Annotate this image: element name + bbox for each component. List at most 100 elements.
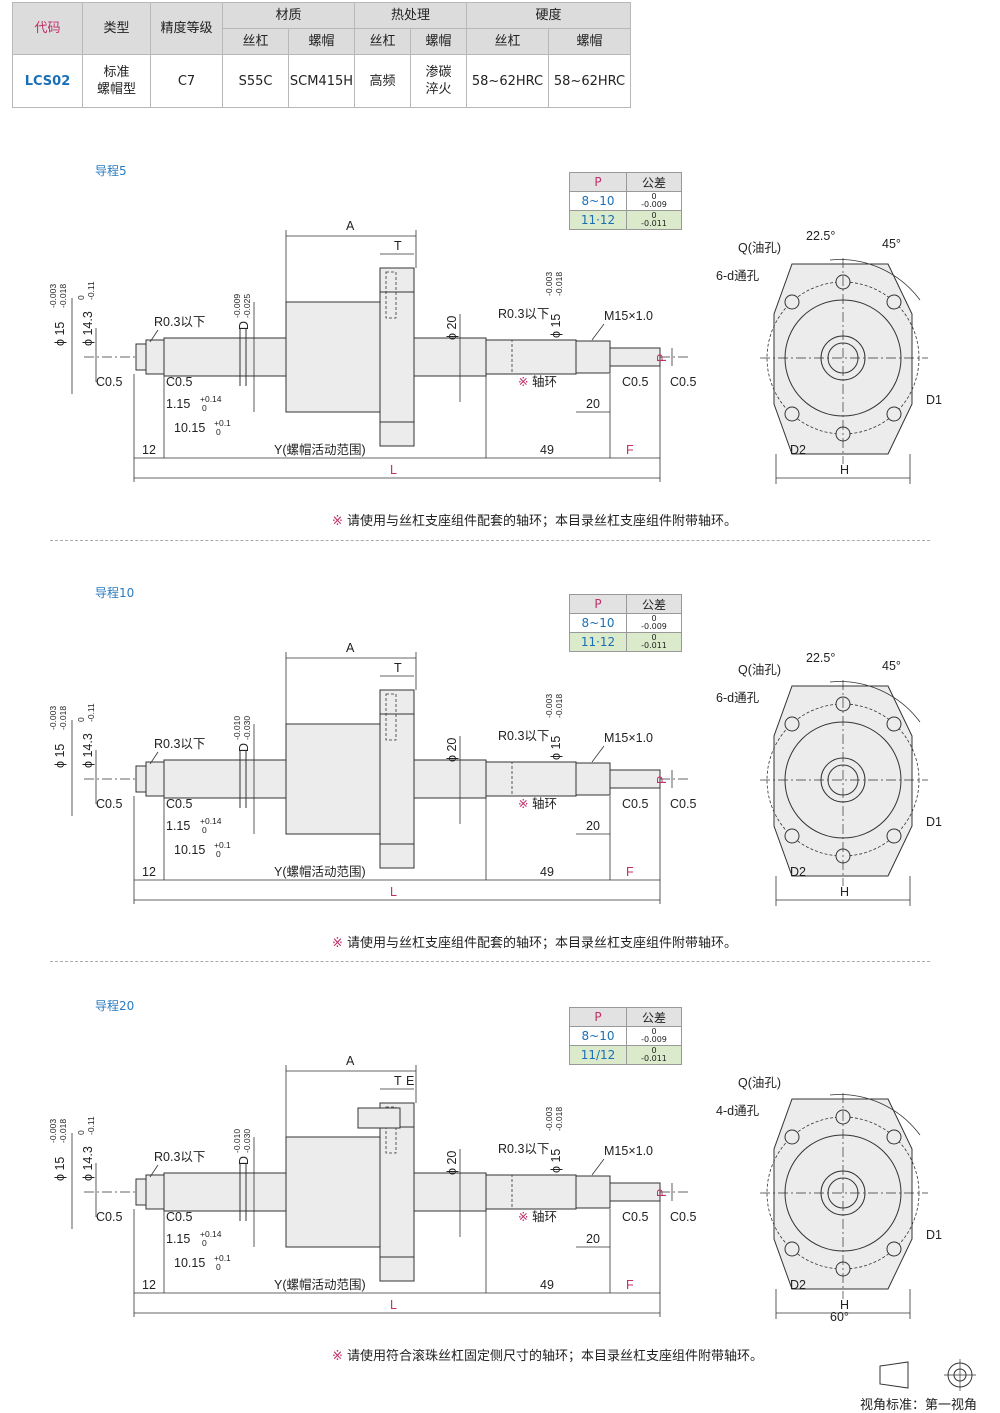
dim-115: 1.15 <box>166 1232 190 1246</box>
dim-phi15-right: ϕ 15 <box>549 736 563 760</box>
dim-phi15-upper: -0.003 <box>48 284 58 308</box>
mount-hole <box>886 1241 902 1257</box>
oil-hole <box>385 1106 397 1154</box>
dim-l: L <box>390 885 397 899</box>
footnote: ※ 请使用与丝杠支座组件配套的轴环；本目录丝杠支座组件附带轴环。 <box>332 510 737 529</box>
cell-type-line1: 标准 <box>103 65 130 80</box>
tol-row-p: 11·12 <box>569 210 627 230</box>
dim-20: 20 <box>586 1232 600 1246</box>
dim-phi15-lower: -0.018 <box>58 706 68 730</box>
angle-22-5: 22.5° <box>806 229 835 243</box>
dim-1015: 10.15 <box>174 1256 205 1270</box>
dim-20: 20 <box>586 397 600 411</box>
dim-d2: D2 <box>790 1278 806 1292</box>
note-mark: ※ <box>332 936 348 951</box>
screw-shaft-left <box>163 759 289 799</box>
note-mark: ※ <box>332 514 348 529</box>
chamfer-c05: C0.5 <box>96 797 122 811</box>
oil-hole <box>385 271 397 319</box>
chamfer-c05: C0.5 <box>166 1210 192 1224</box>
ball-screw-drawing: A T ϕ 15 -0.003 -0.018 ϕ 14.3 0 -0.11 D … <box>48 219 942 484</box>
chamfer-c05: C0.5 <box>670 375 696 389</box>
dim-20: 20 <box>586 819 600 833</box>
flange-side-view: H Q(油孔) 22.5° 45° 6-d通孔 D1 D2 <box>716 651 942 906</box>
tol-header-tolerance: 公差 <box>626 172 682 192</box>
mount-hole <box>784 294 800 310</box>
tol-upper: 0 <box>651 1027 657 1036</box>
footnote-text: 请使用符合滚珠丝杠固定侧尺寸的轴环；本目录丝杠支座组件附带轴环。 <box>347 1349 764 1364</box>
dim-f: F <box>626 865 634 879</box>
leader-line <box>591 323 605 341</box>
leader-line <box>149 1164 159 1178</box>
dim-1015-upper: +0.1 <box>214 840 231 850</box>
thread-section <box>575 762 611 796</box>
cell-material-screw: S55C <box>222 54 289 108</box>
angle-arc <box>829 259 921 301</box>
nut-body <box>285 301 381 413</box>
header-precision: 精度等级 <box>150 2 223 55</box>
cell-heat-nut-line1: 渗碳 <box>425 65 452 80</box>
mount-hole <box>784 828 800 844</box>
header-material: 材质 <box>222 2 355 29</box>
dim-1015-lower: 0 <box>216 1262 221 1272</box>
collar-note-mark: ※ <box>518 797 528 811</box>
dim-1015-upper: +0.1 <box>214 418 231 428</box>
projection-cone-icon <box>879 1361 909 1389</box>
cell-code: LCS02 <box>12 54 83 108</box>
chamfer-c05: C0.5 <box>670 797 696 811</box>
chamfer-c05: C0.5 <box>670 1210 696 1224</box>
nut-flange <box>379 267 415 447</box>
dim-d-upper: -0.009 <box>232 294 242 318</box>
shaft-journal-right <box>485 339 577 375</box>
dim-115: 1.15 <box>166 819 190 833</box>
dim-phi20: ϕ 20 <box>445 1151 459 1175</box>
mount-hole <box>886 294 902 310</box>
subheader-screw: 丝杠 <box>354 28 411 55</box>
collar-note-mark: ※ <box>518 1210 528 1224</box>
ball-screw-drawing: A T ϕ 15 -0.003 -0.018 ϕ 14.3 0 -0.11 D … <box>48 641 942 906</box>
dim-49: 49 <box>540 1278 554 1292</box>
dim-115-lower: 0 <box>202 403 207 413</box>
dim-49: 49 <box>540 443 554 457</box>
dim-115: 1.15 <box>166 397 190 411</box>
dim-1015-lower: 0 <box>216 849 221 859</box>
dim-t: T <box>394 1074 402 1088</box>
tol-row-value: 0-0.009 <box>626 613 682 633</box>
leader-line <box>149 751 159 765</box>
tol-row-p: 11·12 <box>569 632 627 652</box>
collar-note-mark: ※ <box>518 375 528 389</box>
thread-section <box>575 1175 611 1209</box>
dim-phi20: ϕ 20 <box>445 316 459 340</box>
collar-label: 轴环 <box>532 796 557 811</box>
flange-side-view: H Q(油孔) 22.5° 45° 6-d通孔 D1 D2 <box>716 229 942 484</box>
leader-line <box>591 745 605 763</box>
mount-hole <box>784 1241 800 1257</box>
subheader-nut: 螺帽 <box>410 28 467 55</box>
tol-row-p: 11/12 <box>569 1045 627 1065</box>
thread-section <box>575 340 611 374</box>
screw-shaft-right <box>405 759 487 799</box>
screw-shaft-left <box>163 1172 289 1212</box>
flange-side-view: H Q(油孔) 4-d通孔 D1 D2 60° <box>716 1076 942 1324</box>
dim-phi20: ϕ 20 <box>445 738 459 762</box>
dim-f: F <box>626 443 634 457</box>
spec-table: 代码 类型 精度等级 材质 热处理 硬度 丝杠 螺帽 丝杠 螺帽 丝杠 螺帽 L… <box>12 2 631 108</box>
chamfer-c05: C0.5 <box>166 375 192 389</box>
dim-phi15: ϕ 15 <box>53 744 67 768</box>
dim-phi143-lower: -0.11 <box>86 1116 96 1135</box>
tol-row-value: 0-0.011 <box>626 210 682 230</box>
chamfer-c05: C0.5 <box>622 1210 648 1224</box>
dim-1015-upper: +0.1 <box>214 1253 231 1263</box>
leader-line <box>591 1158 605 1176</box>
r03-left: R0.3以下 <box>154 1150 205 1164</box>
collar-outline <box>485 761 513 797</box>
section-title: 导程5 <box>95 164 127 178</box>
leader-line <box>149 329 159 343</box>
shaft-end-left <box>135 343 147 371</box>
shaft-journal-left <box>145 761 165 797</box>
dim-phi143-upper: 0 <box>76 295 86 300</box>
cell-heat-nut-line2: 淬火 <box>425 82 452 97</box>
through-hole-label: 6-d通孔 <box>716 691 760 705</box>
